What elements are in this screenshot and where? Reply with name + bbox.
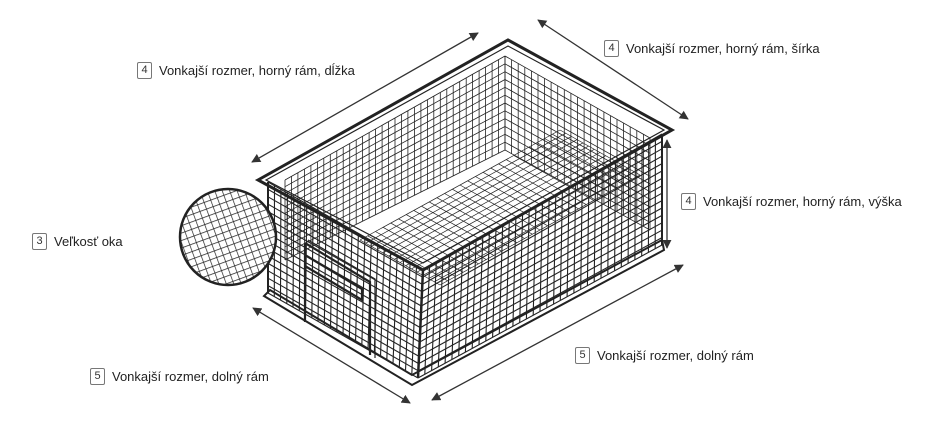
mesh-wire: [504, 94, 651, 177]
mesh-wire: [532, 205, 537, 316]
mesh-wire: [317, 211, 321, 322]
mesh-wire: [342, 225, 347, 336]
mesh-wire: [419, 214, 663, 350]
mesh-wire: [267, 211, 422, 300]
label-bottom-right: 5 Vonkajší rozmer, dolný rám: [575, 347, 754, 364]
mesh-wire: [419, 207, 663, 343]
mesh-wire: [422, 148, 663, 285]
mesh-wire: [398, 258, 405, 368]
mesh-wire: [386, 251, 392, 361]
label-number-badge: 3: [32, 233, 47, 250]
mesh-wire: [329, 218, 334, 329]
mesh-wire: [371, 136, 572, 247]
dimension-arrows: [251, 19, 689, 404]
mesh-wire: [504, 110, 651, 193]
mesh-wire: [600, 167, 603, 279]
mesh-wire: [586, 175, 590, 286]
mesh-wire: [286, 192, 288, 304]
mesh-wire: [365, 132, 566, 244]
mesh-wire: [519, 213, 524, 323]
label-text: Vonkajší rozmer, horný rám, dĺžka: [159, 63, 355, 78]
mesh-wire: [359, 129, 561, 241]
mesh-wire: [348, 229, 353, 340]
label-height: 4 Vonkajší rozmer, horný rám, výška: [681, 193, 902, 210]
label-text: Vonkajší rozmer, horný rám, výška: [703, 194, 902, 209]
mesh-wire: [504, 79, 651, 162]
mesh-wire: [593, 171, 597, 282]
mesh-wire: [546, 198, 550, 308]
label-text: Veľkosť oka: [54, 234, 123, 249]
mesh-wire: [607, 164, 610, 275]
width-arrow: [537, 19, 689, 120]
mesh-wire: [504, 126, 651, 208]
label-number-badge: 4: [137, 62, 152, 79]
mesh-wire: [420, 177, 663, 314]
mesh-wire: [525, 209, 530, 319]
mesh-wire: [388, 145, 589, 257]
mesh-wire: [267, 233, 421, 321]
label-number-badge: 4: [681, 193, 696, 210]
mesh-wire: [539, 201, 544, 312]
mesh-wire: [421, 163, 663, 300]
mesh-wire: [418, 222, 663, 357]
mesh-wire: [566, 186, 570, 297]
mesh-wire: [627, 152, 630, 264]
mesh-wire: [311, 207, 314, 318]
mesh-wire: [504, 118, 651, 200]
mesh-wire: [267, 225, 422, 314]
mesh-wire: [376, 139, 578, 250]
label-text: Vonkajší rozmer, dolný rám: [112, 369, 269, 384]
mesh-wire: [394, 148, 595, 260]
mesh-wire: [580, 179, 583, 290]
mesh-wire: [422, 140, 663, 278]
mesh-wire: [573, 183, 577, 294]
label-number-badge: 5: [575, 347, 590, 364]
mesh-wire: [392, 255, 398, 364]
bottom-left-arrow: [252, 307, 411, 404]
mesh-wire: [424, 266, 431, 375]
mesh-wire: [634, 149, 636, 260]
label-number-badge: 4: [604, 40, 619, 57]
mesh-wire: [336, 222, 340, 333]
mesh-wire: [419, 200, 663, 336]
mesh-wire: [292, 196, 295, 308]
label-length: 4 Vonkajší rozmer, horný rám, dĺžka: [137, 62, 355, 79]
label-text: Vonkajší rozmer, horný rám, šírka: [626, 41, 820, 56]
mesh-wire: [354, 233, 359, 343]
mesh-wire: [267, 240, 421, 329]
basket-frames: [254, 38, 676, 387]
mesh-wire: [267, 218, 422, 307]
mesh-wire: [267, 203, 423, 293]
length-arrow: [251, 32, 479, 163]
mesh-wire: [267, 188, 423, 278]
label-number-badge: 5: [90, 368, 105, 385]
mesh-wire: [382, 142, 584, 254]
label-bottom-left: 5 Vonkajší rozmer, dolný rám: [90, 368, 269, 385]
mesh-wire: [553, 194, 557, 305]
mesh-wire: [323, 214, 327, 325]
label-mesh: 3 Veľkosť oka: [32, 233, 123, 250]
mesh-wire: [298, 200, 301, 311]
mesh-wire: [399, 152, 601, 263]
mesh-wire: [411, 266, 418, 375]
mesh-wire: [504, 133, 651, 216]
label-width: 4 Vonkajší rozmer, horný rám, šírka: [604, 40, 820, 57]
label-text: Vonkajší rozmer, dolný rám: [597, 348, 754, 363]
mesh-wire: [405, 155, 606, 267]
mesh-wire: [404, 262, 411, 371]
mesh-wire: [267, 196, 423, 285]
mesh-wire: [614, 160, 617, 271]
bottom-right-arrow: [431, 264, 684, 401]
mesh-wire: [620, 156, 623, 268]
mesh-wire: [379, 247, 385, 357]
